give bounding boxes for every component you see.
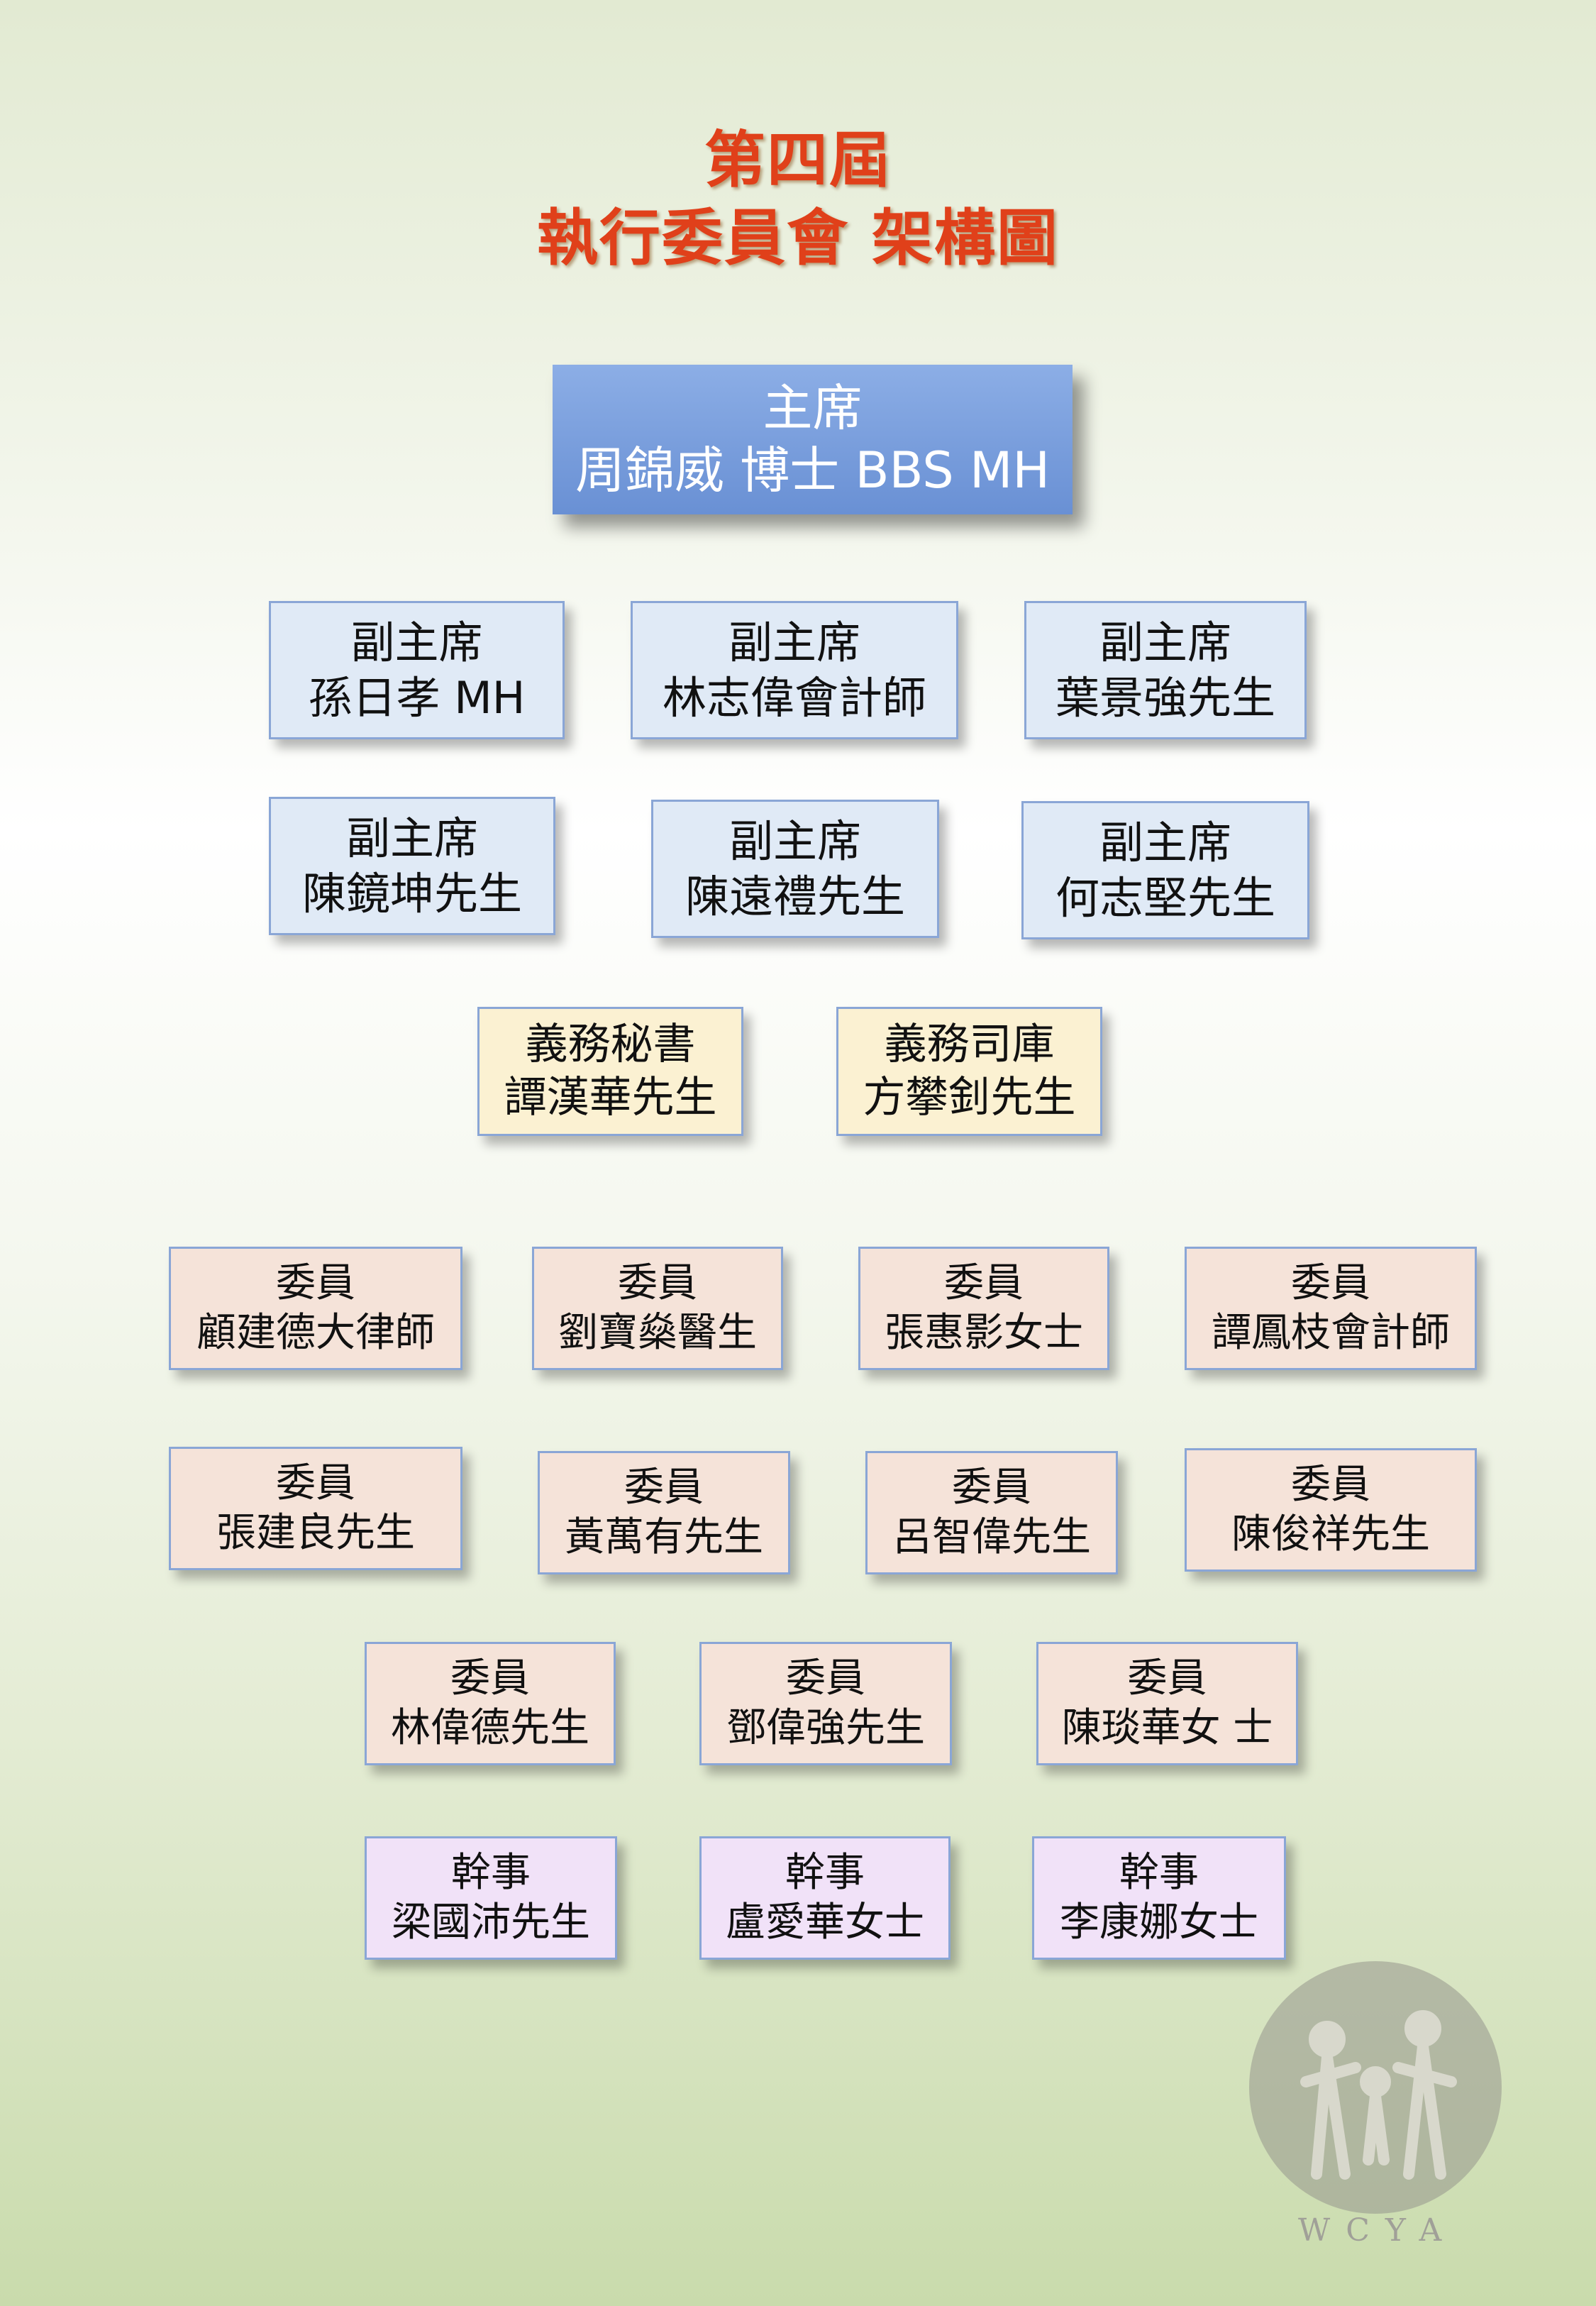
role: 委員 bbox=[952, 1464, 1031, 1511]
name: 陳遠禮先生 bbox=[685, 870, 905, 922]
vice-chair-box: 副主席陳遠禮先生 bbox=[651, 800, 939, 938]
role: 義務秘書 bbox=[525, 1020, 696, 1069]
name: 周錦威 博士 BBS MH bbox=[575, 441, 1051, 500]
staff-box: 幹事李康娜女士 bbox=[1032, 1836, 1286, 1960]
member-box: 委員劉寶燊醫生 bbox=[532, 1247, 783, 1370]
name: 林偉德先生 bbox=[391, 1705, 589, 1751]
name: 譚漢華先生 bbox=[504, 1073, 717, 1122]
family-figures-icon bbox=[1300, 2010, 1457, 2180]
name: 孫日孝 MH bbox=[308, 671, 526, 724]
name: 陳琰華女 士 bbox=[1061, 1705, 1273, 1751]
title-line-2: 執行委員會 架構圖 bbox=[537, 203, 1059, 274]
role: 委員 bbox=[786, 1655, 865, 1701]
staff-box: 幹事梁國沛先生 bbox=[365, 1836, 617, 1960]
member-box: 委員陳俊祥先生 bbox=[1185, 1448, 1477, 1572]
member-box: 委員陳琰華女 士 bbox=[1036, 1642, 1298, 1765]
role: 副主席 bbox=[345, 812, 478, 864]
role: 委員 bbox=[276, 1460, 355, 1506]
role: 委員 bbox=[624, 1464, 704, 1511]
title-line-1: 第四屆 bbox=[704, 125, 892, 196]
role: 委員 bbox=[1291, 1462, 1370, 1508]
member-box: 委員張建良先生 bbox=[169, 1447, 462, 1570]
role: 幹事 bbox=[785, 1850, 865, 1896]
member-box: 委員顧建德大律師 bbox=[169, 1247, 462, 1370]
vice-chair-box: 副主席陳鏡坤先生 bbox=[269, 797, 555, 935]
role: 副主席 bbox=[728, 815, 861, 867]
staff-box: 幹事盧愛華女士 bbox=[699, 1836, 951, 1960]
member-box: 委員呂智偉先生 bbox=[865, 1451, 1118, 1574]
role: 幹事 bbox=[1119, 1850, 1199, 1896]
name: 顧建德大律師 bbox=[196, 1310, 435, 1356]
member-box: 委員譚鳳枝會計師 bbox=[1185, 1247, 1477, 1370]
role: 副主席 bbox=[1099, 617, 1231, 668]
name: 盧愛華女士 bbox=[726, 1899, 924, 1946]
officer-box: 義務司庫方攀釗先生 bbox=[836, 1007, 1102, 1136]
name: 李康娜女士 bbox=[1060, 1899, 1258, 1946]
name: 黃萬有先生 bbox=[565, 1514, 763, 1560]
vice-chair-box: 副主席林志偉會計師 bbox=[631, 601, 958, 739]
name: 陳鏡坤先生 bbox=[301, 867, 522, 920]
vice-chair-box: 副主席孫日孝 MH bbox=[269, 601, 565, 739]
member-box: 委員張惠影女士 bbox=[858, 1247, 1109, 1370]
role: 副主席 bbox=[728, 617, 860, 668]
role: 委員 bbox=[276, 1260, 355, 1306]
role: 委員 bbox=[1127, 1655, 1207, 1701]
name: 鄧偉強先生 bbox=[726, 1705, 925, 1751]
name: 林志偉會計師 bbox=[662, 671, 926, 724]
member-box: 委員鄧偉強先生 bbox=[699, 1642, 952, 1765]
name: 梁國沛先生 bbox=[392, 1899, 590, 1946]
name: 方攀釗先生 bbox=[863, 1073, 1076, 1122]
role: 副主席 bbox=[350, 617, 483, 668]
name: 劉寶燊醫生 bbox=[558, 1310, 757, 1356]
wcya-logo bbox=[1249, 1961, 1502, 2214]
name: 呂智偉先生 bbox=[892, 1514, 1091, 1560]
officer-box: 義務秘書譚漢華先生 bbox=[477, 1007, 743, 1136]
member-box: 委員黃萬有先生 bbox=[538, 1451, 790, 1574]
role: 委員 bbox=[944, 1260, 1024, 1306]
vice-chair-box: 副主席何志堅先生 bbox=[1021, 801, 1309, 939]
vice-chair-box: 副主席葉景強先生 bbox=[1024, 601, 1307, 739]
name: 張惠影女士 bbox=[885, 1310, 1083, 1356]
role: 幹事 bbox=[451, 1850, 531, 1896]
name: 陳俊祥先生 bbox=[1231, 1511, 1430, 1557]
role: 副主席 bbox=[1099, 817, 1231, 868]
role: 委員 bbox=[618, 1260, 697, 1306]
member-box: 委員林偉德先生 bbox=[365, 1642, 616, 1765]
role: 委員 bbox=[1291, 1260, 1370, 1306]
chairman-box: 主席 周錦威 博士 BBS MH bbox=[553, 365, 1073, 514]
name: 何志堅先生 bbox=[1055, 871, 1275, 924]
role: 主席 bbox=[763, 379, 863, 437]
name: 葉景強先生 bbox=[1055, 671, 1275, 724]
role: 委員 bbox=[450, 1655, 530, 1701]
logo-text: WCYA bbox=[1298, 2212, 1458, 2249]
name: 張建良先生 bbox=[216, 1510, 415, 1556]
name: 譚鳳枝會計師 bbox=[1212, 1310, 1450, 1356]
role: 義務司庫 bbox=[884, 1020, 1055, 1069]
